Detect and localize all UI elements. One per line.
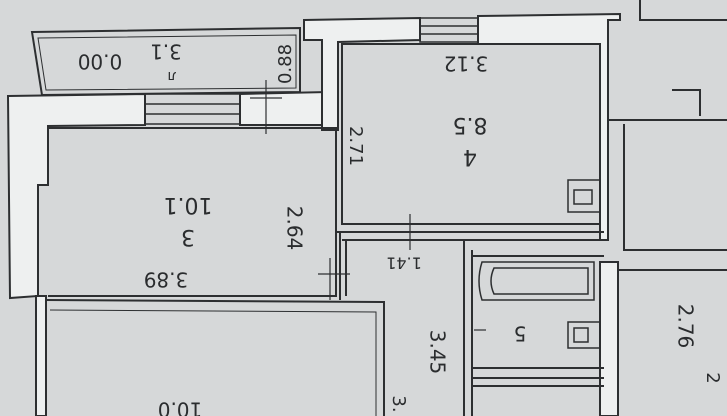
room5-length-label: 3.45	[426, 330, 450, 375]
dimension-ticks	[250, 80, 486, 331]
room3-area-label: 10.1	[164, 192, 213, 217]
balcony-extra-label: 0.00	[78, 50, 123, 74]
bottom-room-walls	[45, 299, 385, 416]
fixtures	[567, 179, 601, 349]
room3-number-label: 3	[181, 224, 195, 249]
room4-walls	[341, 43, 601, 225]
window-room3	[144, 93, 241, 125]
room4-area-label: 8.5	[453, 112, 488, 137]
room4-number-label: 4	[463, 144, 477, 169]
room4-width-label: 3.12	[444, 52, 489, 76]
bottom-area-label: 10.0	[158, 398, 203, 416]
balcony-area-label: 3.1	[150, 40, 182, 64]
balcony-width-label: 0.88	[275, 44, 296, 84]
balcony-number-label: л	[168, 68, 177, 84]
bottom-dim-label: 3.	[388, 395, 409, 412]
right-rooms	[608, 0, 727, 271]
room3-height-label: 2.64	[283, 206, 307, 251]
room3-width-label: 3.89	[144, 268, 189, 292]
corridor-width-label: 1.41	[386, 254, 422, 273]
room3-walls	[48, 127, 337, 297]
corridor-walls	[336, 231, 604, 416]
window-room4	[419, 17, 479, 43]
room2-number-label: 2	[702, 372, 723, 383]
room4-height-label: 2.71	[345, 126, 366, 166]
room2-width-label: 2.76	[674, 304, 698, 349]
room5-number-label: 5	[514, 322, 527, 346]
labels: 0.00 3.1 л 0.88 3.12 8.5 4 2.71 10.1 3 2…	[78, 40, 723, 416]
bathtub	[478, 261, 595, 301]
